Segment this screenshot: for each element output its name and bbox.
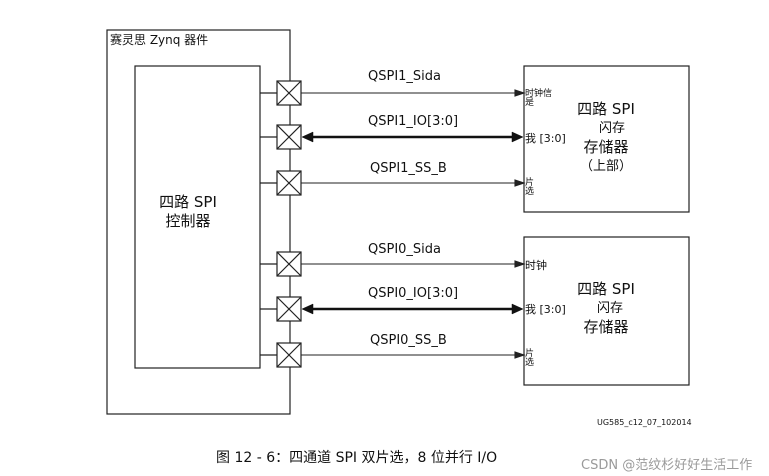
signal-label-qspi1-io: QSPI1_IO[3:0] bbox=[368, 114, 459, 129]
controller-label-line2: 控制器 bbox=[165, 212, 211, 230]
upper-flash-pin-cs-line1: 片 bbox=[525, 178, 535, 188]
zynq-device-title: 赛灵思 Zynq 器件 bbox=[110, 33, 209, 47]
flash-upper-label-line3: 存储器 bbox=[583, 138, 629, 156]
lower-flash-pin-cs-line1: 片 bbox=[525, 349, 535, 359]
io-pad-qspi0-ss bbox=[276, 342, 302, 368]
arrowhead-qspi1-io-right bbox=[511, 131, 524, 143]
arrowhead-qspi0-ss bbox=[514, 351, 526, 359]
lower-flash-pin-clk: 时钟 bbox=[525, 259, 547, 272]
signal-label-qspi1-sclk: QSPI1_Sida bbox=[368, 69, 442, 84]
upper-flash-pin-clk-line2: 是 bbox=[525, 98, 535, 108]
spi-controller-box bbox=[134, 65, 261, 369]
flash-upper-box bbox=[523, 65, 690, 213]
lower-flash-pin-io: 我 [3:0] bbox=[525, 303, 566, 316]
flash-lower-box bbox=[523, 236, 690, 386]
flash-lower-label-line3: 存储器 bbox=[583, 318, 629, 336]
flash-upper-label-line4: （上部） bbox=[579, 159, 632, 174]
controller-label: 四路 SPI 控制器 bbox=[148, 193, 228, 231]
io-pad-qspi0-sclk bbox=[276, 251, 302, 277]
io-pad-qspi0-io bbox=[276, 296, 302, 322]
signal-label-qspi0-io: QSPI0_IO[3:0] bbox=[368, 286, 459, 301]
zynq-device-box bbox=[106, 29, 291, 415]
signal-label-qspi0-sclk: QSPI0_Sida bbox=[368, 242, 442, 257]
flash-lower-label-line1: 四路 SPI bbox=[577, 280, 635, 298]
signal-label-qspi0-ss: QSPI0_SS_B bbox=[370, 333, 447, 348]
figure-caption: 图 12 - 6：四通道 SPI 双片选，8 位并行 I/O bbox=[216, 450, 498, 466]
upper-flash-pin-io: 我 [3:0] bbox=[525, 132, 566, 145]
upper-flash-pin-cs-line2: 选 bbox=[525, 187, 535, 197]
flash-upper-label: 四路 SPI 闪存 存储器 （上部） bbox=[560, 100, 652, 176]
flash-upper-label-line2: 闪存 bbox=[598, 121, 625, 136]
flash-lower-label: 四路 SPI 闪存 存储器 bbox=[560, 280, 652, 337]
figure-reference: UG585_c12_07_102014 bbox=[597, 418, 692, 427]
flash-upper-label-line1: 四路 SPI bbox=[577, 100, 635, 118]
arrowhead-qspi1-io-left bbox=[301, 131, 314, 143]
io-pad-qspi1-sclk bbox=[276, 80, 302, 106]
arrowhead-qspi1-ss bbox=[514, 179, 526, 187]
controller-label-line1: 四路 SPI bbox=[159, 193, 217, 211]
arrowhead-qspi0-io-left bbox=[301, 303, 314, 315]
watermark: CSDN @范纹杉好好生活工作 bbox=[581, 458, 753, 473]
upper-flash-pin-clk-line1: 时钟信 bbox=[525, 89, 553, 99]
flash-lower-label-line2: 闪存 bbox=[596, 301, 623, 316]
arrowhead-qspi0-sclk bbox=[514, 260, 526, 268]
arrowhead-qspi0-io-right bbox=[511, 303, 524, 315]
arrowhead-qspi1-sclk bbox=[514, 89, 526, 97]
io-pad-qspi1-ss bbox=[276, 170, 302, 196]
lower-flash-pin-cs-line2: 选 bbox=[525, 358, 535, 368]
signal-label-qspi1-ss: QSPI1_SS_B bbox=[370, 161, 447, 176]
io-pad-qspi1-io bbox=[276, 124, 302, 150]
